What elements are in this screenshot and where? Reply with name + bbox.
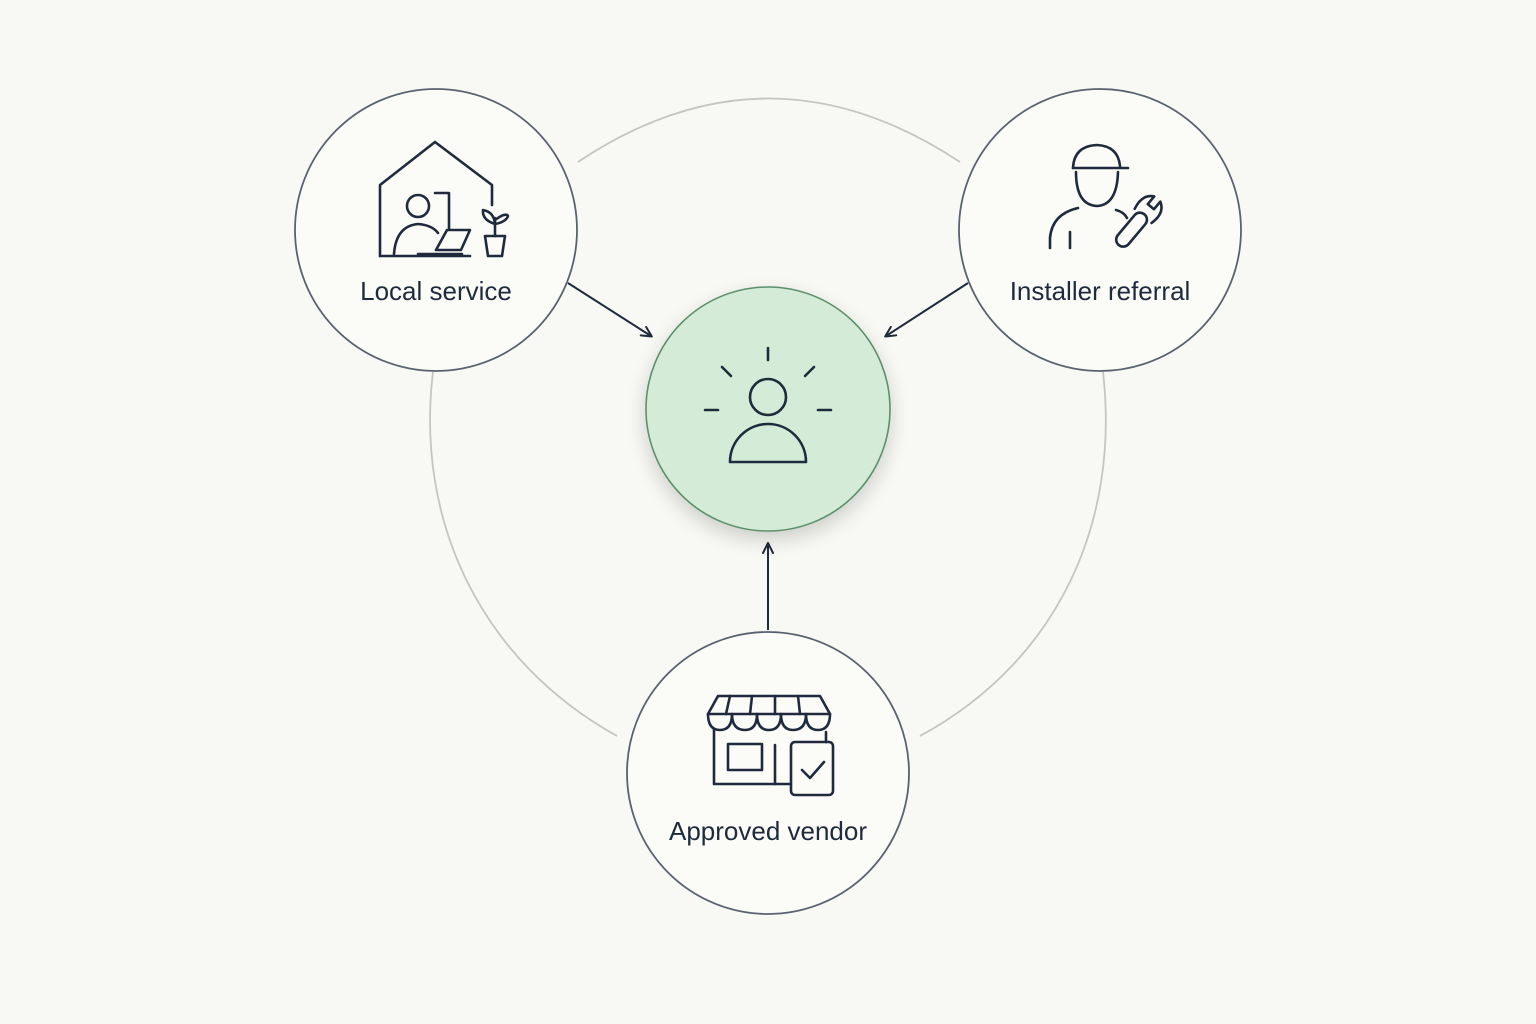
arrows — [567, 282, 969, 630]
arrow-installer-to-center — [884, 282, 969, 338]
node-installer-label: Installer referral — [1010, 276, 1191, 306]
installer-wrench-icon — [1048, 143, 1163, 250]
node-vendor-circle — [626, 631, 910, 915]
arrow-local-to-center — [567, 282, 653, 338]
node-local-label: Local service — [360, 276, 512, 306]
person-idea-icon — [703, 346, 833, 464]
node-vendor-label: Approved vendor — [669, 816, 867, 846]
center-node[interactable] — [645, 286, 891, 532]
node-installer-circle — [958, 88, 1242, 372]
ring-arc-left — [429, 371, 618, 737]
ring-arc-right — [919, 371, 1107, 737]
home-office-icon — [378, 140, 510, 258]
node-installer-referral[interactable]: Installer referral — [958, 88, 1242, 372]
ring-arc-top — [577, 97, 961, 163]
connecting-ring — [429, 97, 1107, 737]
node-approved-vendor[interactable]: Approved vendor — [626, 631, 910, 915]
center-circle — [645, 286, 891, 532]
storefront-check-icon — [706, 694, 835, 797]
node-local-service[interactable]: Local service — [294, 88, 578, 372]
